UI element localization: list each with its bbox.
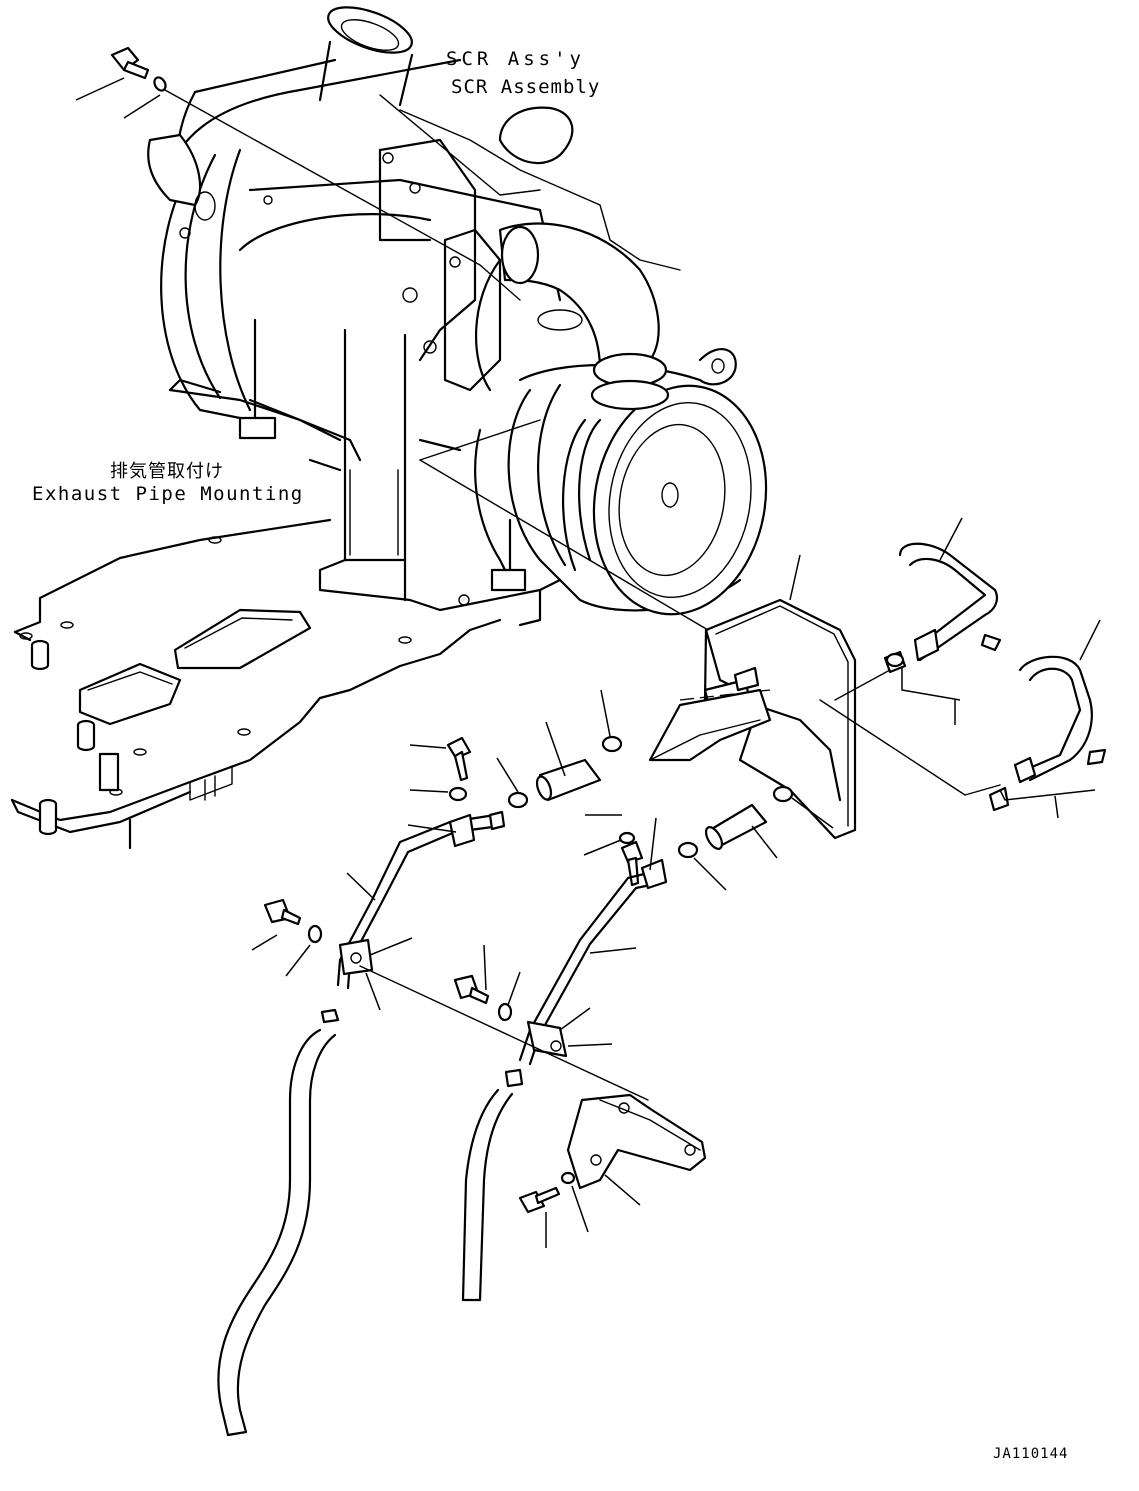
tube-assembly-right bbox=[504, 858, 668, 1088]
reference-lines bbox=[164, 89, 1001, 1101]
exhaust-pipe-mounting-label-jp: 排気管取付け bbox=[110, 461, 224, 482]
bolt-top bbox=[110, 46, 167, 92]
short-hose-1 bbox=[535, 758, 602, 802]
leader-lines bbox=[75, 77, 1101, 1248]
hose-clamps bbox=[507, 652, 905, 859]
tube-far-right bbox=[988, 655, 1107, 812]
frame-plate bbox=[10, 518, 502, 850]
tube-upper-right bbox=[883, 542, 1002, 674]
bolts-and-washers bbox=[263, 736, 644, 1214]
tube-assembly-left bbox=[320, 810, 506, 1024]
exhaust-pipe-mounting-label-en: Exhaust Pipe Mounting bbox=[32, 483, 304, 505]
scr-assembly bbox=[147, 6, 768, 627]
scr-assembly-label-jp: SCR Ass'y bbox=[446, 48, 585, 70]
heat-shield bbox=[648, 598, 857, 840]
long-hose-right bbox=[461, 1088, 514, 1302]
short-hose-2 bbox=[704, 803, 768, 850]
long-hose-left bbox=[217, 1028, 337, 1437]
drawing-code: JA110144 bbox=[993, 1446, 1069, 1462]
scr-assembly-label-en: SCR Assembly bbox=[451, 76, 601, 98]
bracket bbox=[566, 1093, 707, 1190]
